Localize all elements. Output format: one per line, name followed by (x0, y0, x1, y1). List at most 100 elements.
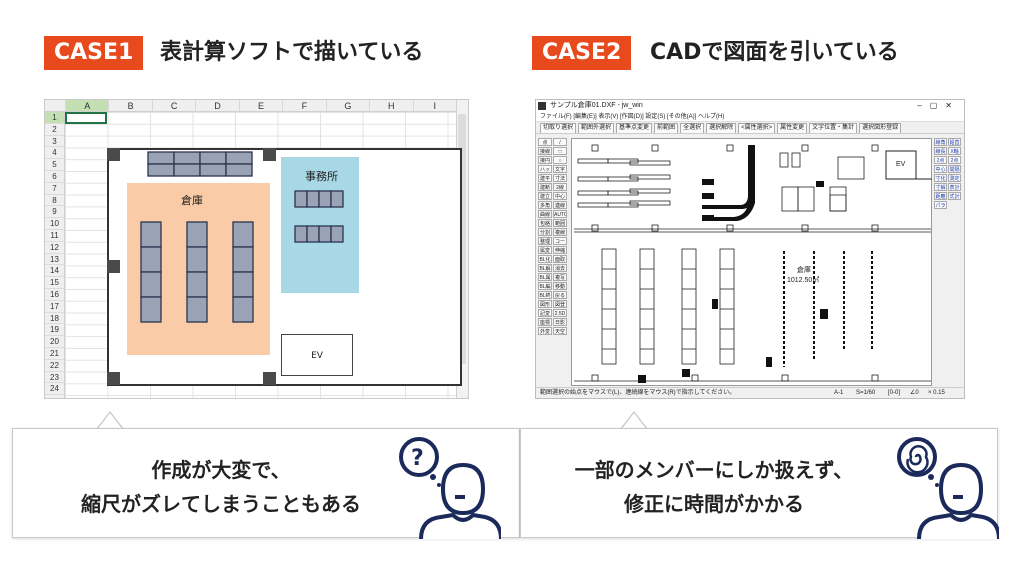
tool-button[interactable]: X軸 (948, 147, 961, 155)
tool-button[interactable]: 間隔 (948, 165, 961, 173)
column-header[interactable]: G (325, 100, 369, 111)
window-controls[interactable]: –▢✕ (917, 101, 960, 110)
tool-button[interactable]: 寸法 (553, 174, 567, 182)
status-layer[interactable]: A-1 (834, 390, 844, 396)
tool-button[interactable]: AUTO (553, 210, 567, 218)
tool-button[interactable]: BL終 (538, 291, 552, 299)
select-all-corner[interactable] (45, 100, 65, 111)
toolbar-button[interactable]: 選択解除 (706, 123, 737, 133)
scrollbar-thumb[interactable] (458, 114, 466, 364)
tool-button[interactable]: 座標 (538, 318, 552, 326)
toolbar-button[interactable]: 文字位置・集計 (809, 123, 858, 133)
tool-button[interactable]: 包絡 (538, 219, 552, 227)
row-header[interactable]: 23 (45, 372, 64, 384)
toolbar-button[interactable]: <属性選択> (738, 123, 776, 133)
tool-button[interactable]: 天空 (553, 327, 567, 335)
tool-button[interactable]: / (553, 138, 567, 146)
tool-button[interactable]: 建立 (538, 192, 552, 200)
tool-button[interactable]: 伸縮 (553, 246, 567, 254)
tool-button[interactable]: 移動 (553, 282, 567, 290)
row-header[interactable]: 4 (45, 147, 64, 160)
toolbar-button[interactable]: 切取り選択 (540, 123, 577, 133)
tool-button[interactable]: コーナー (553, 237, 567, 245)
tool-button[interactable]: 建平 (538, 174, 552, 182)
tool-button[interactable]: BL化 (538, 255, 552, 263)
tool-button[interactable]: 接線 (538, 147, 552, 155)
tool-button[interactable]: ハッチ (538, 165, 552, 173)
tool-button[interactable]: 表計 (948, 183, 961, 191)
row-header[interactable]: 13 (45, 254, 64, 266)
row-header[interactable]: 9 (45, 206, 64, 219)
row-header[interactable]: 3 (45, 136, 64, 148)
tool-button[interactable]: 図登 (553, 300, 567, 308)
tool-button[interactable]: 図形 (538, 300, 552, 308)
tool-button[interactable]: BL解 (538, 264, 552, 272)
row-header[interactable]: 6 (45, 171, 64, 183)
cad-menubar[interactable]: ファイル(F) [編集(E)] 表示(V) [作図(D)] 設定(S) [その他… (536, 112, 964, 122)
tool-button[interactable]: 中心線 (553, 192, 567, 200)
tool-button[interactable]: 2線 (553, 183, 567, 191)
tool-button[interactable]: 面取 (553, 255, 567, 263)
tool-button[interactable]: 2.5D (553, 309, 567, 317)
toolbar-button[interactable]: 属性変更 (777, 123, 808, 133)
row-header[interactable]: 17 (45, 301, 64, 313)
row-header[interactable]: 1 (45, 112, 64, 124)
column-header[interactable]: E (238, 100, 282, 111)
tool-button[interactable]: 整理 (538, 237, 552, 245)
tool-button[interactable]: ○ (553, 156, 567, 164)
tool-button[interactable]: BL属 (538, 273, 552, 281)
tool-button[interactable]: 寸解 (934, 183, 947, 191)
tool-button[interactable]: 分割 (538, 228, 552, 236)
tool-button[interactable]: BL編 (538, 282, 552, 290)
row-header[interactable]: 18 (45, 313, 64, 325)
row-header[interactable]: 22 (45, 360, 64, 372)
tool-button[interactable]: 建断 (538, 183, 552, 191)
status-scale[interactable]: S=1/60 (856, 390, 876, 396)
toolbar-button[interactable]: 前範囲 (654, 123, 679, 133)
row-header[interactable]: 24 (45, 383, 64, 396)
row-header[interactable]: 15 (45, 277, 64, 289)
status-angle[interactable]: ∠0 (910, 390, 919, 396)
tool-button[interactable]: 範囲 (553, 219, 567, 227)
row-header[interactable]: 5 (45, 159, 64, 171)
column-header[interactable]: F (282, 100, 325, 111)
row-header[interactable]: 20 (45, 336, 64, 348)
toolbar-button[interactable]: 範囲外選択 (578, 123, 615, 133)
tool-button[interactable]: 消去 (553, 264, 567, 272)
active-cell[interactable] (65, 112, 107, 124)
tool-button[interactable]: 2点長 (948, 156, 961, 164)
tool-button[interactable]: 外変 (538, 327, 552, 335)
tool-button[interactable]: 戻る (553, 291, 567, 299)
column-header[interactable]: H (369, 100, 412, 111)
tool-button[interactable]: 線長 (934, 147, 947, 155)
column-header[interactable]: A (65, 100, 109, 111)
tool-button[interactable]: 記変 (538, 309, 552, 317)
tool-button[interactable]: 中心点 (934, 165, 947, 173)
column-header[interactable]: B (108, 100, 151, 111)
tool-button[interactable]: 文字 (553, 165, 567, 173)
tool-button[interactable]: 接円 (538, 156, 552, 164)
row-header[interactable]: 2 (45, 124, 64, 136)
row-header[interactable]: 8 (45, 195, 64, 207)
tool-button[interactable]: □ (553, 147, 567, 155)
status-zoom[interactable]: × 0.15 (928, 390, 945, 396)
tool-button[interactable]: 多角形 (538, 201, 552, 209)
tool-button[interactable]: 属変 (538, 246, 552, 254)
row-header[interactable]: 7 (45, 183, 64, 195)
tool-button[interactable]: 距離 (934, 192, 947, 200)
row-header[interactable]: 19 (45, 324, 64, 337)
row-header[interactable]: 12 (45, 242, 64, 254)
row-header[interactable]: 11 (45, 230, 64, 242)
tool-button[interactable]: 式計 (948, 192, 961, 200)
row-header[interactable]: 10 (45, 218, 64, 230)
tool-button[interactable]: パラメ (934, 201, 947, 209)
toolbar-button[interactable]: 基準点変更 (616, 123, 653, 133)
tool-button[interactable]: 2点角 (934, 156, 947, 164)
status-group[interactable]: [0-0] (888, 390, 901, 396)
tool-button[interactable]: 寸化 (934, 174, 947, 182)
column-header[interactable]: I (412, 100, 456, 111)
tool-button[interactable]: 複線 (553, 228, 567, 236)
tool-button[interactable]: 曲線 (538, 210, 552, 218)
toolbar-button[interactable]: 選択図形登録 (859, 123, 902, 133)
toolbar-button[interactable]: 全選択 (680, 123, 705, 133)
